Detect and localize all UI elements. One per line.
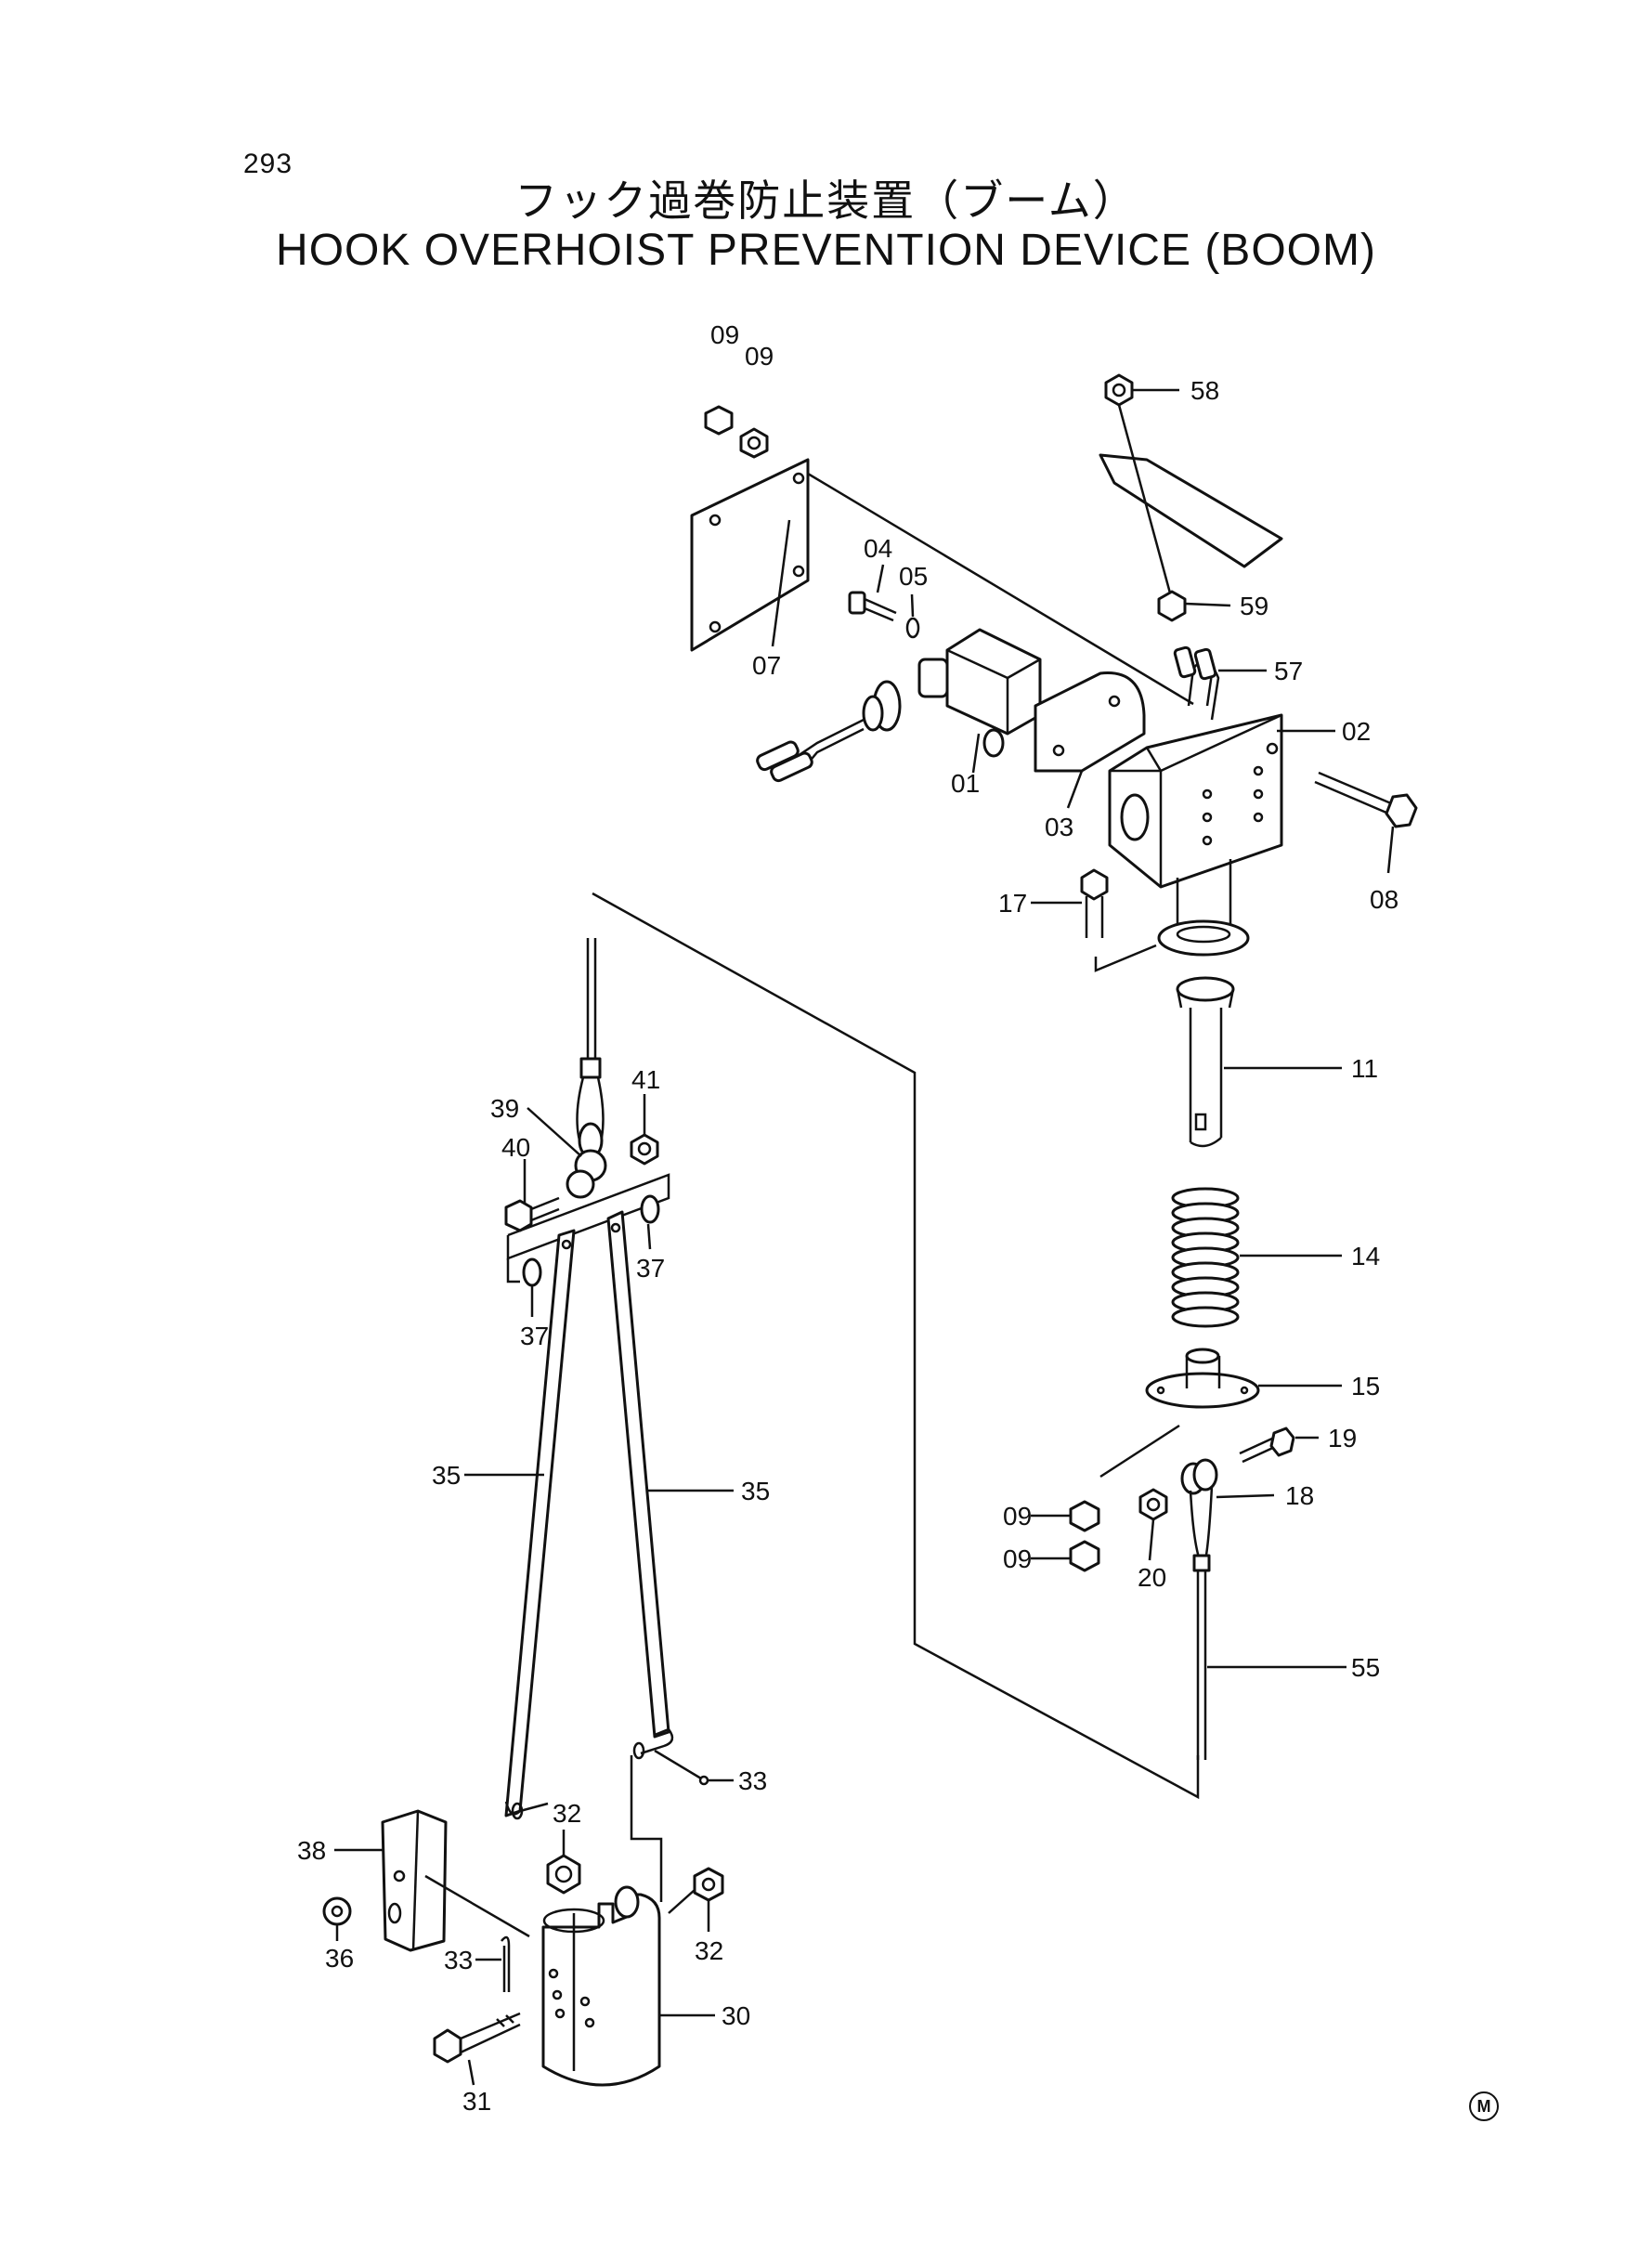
callout-36: 36 [325, 1944, 354, 1973]
part-37-washer-left [522, 1257, 542, 1287]
callout-58: 58 [1190, 376, 1219, 405]
callout-02: 02 [1342, 717, 1371, 746]
part-09-nut-lower-1 [1069, 1500, 1100, 1532]
callout-03: 03 [1045, 813, 1073, 841]
part-32-castle-nut [546, 1854, 581, 1895]
callout-55: 55 [1351, 1653, 1380, 1682]
callout-33-a: 33 [738, 1766, 767, 1795]
callout-14: 14 [1351, 1242, 1380, 1270]
part-15-seat [1145, 1348, 1260, 1409]
part-02-bracket [1108, 713, 1283, 957]
callout-11: 11 [1351, 1054, 1378, 1083]
callout-05: 05 [899, 562, 928, 591]
callout-19: 19 [1328, 1424, 1357, 1453]
part-08-bolt [1314, 771, 1418, 828]
callout-40: 40 [501, 1133, 530, 1162]
callout-33-b: 33 [444, 1946, 473, 1974]
title-english: HOOK OVERHOIST PREVENTION DEVICE (BOOM) [276, 226, 1376, 275]
callout-30: 30 [722, 2001, 750, 2030]
part-09-nut-top-left [704, 405, 734, 436]
part-31-bolt [433, 2012, 521, 2064]
callout-39: 39 [490, 1094, 519, 1123]
part-33-pin-lower [501, 1935, 511, 1992]
part-30-weight [541, 1885, 661, 2087]
callout-18: 18 [1285, 1481, 1314, 1510]
part-59-nut [1157, 590, 1187, 622]
part-58-cover [1099, 453, 1283, 568]
part-01-limit-switch [756, 628, 1042, 783]
callout-37-a: 37 [520, 1322, 549, 1350]
part-03-gasket [1034, 671, 1146, 773]
callout-08: 08 [1370, 885, 1398, 914]
part-39-shackle [566, 1057, 607, 1199]
part-58-nut [1104, 373, 1134, 407]
part-04-screw [848, 591, 897, 622]
callout-09-d: 09 [1003, 1544, 1032, 1573]
page-number: 293 [243, 149, 293, 179]
part-55-wire-rope [1196, 1570, 1207, 1760]
callout-09-a: 09 [710, 320, 739, 349]
callout-59: 59 [1240, 592, 1268, 620]
part-37-washer-right [640, 1194, 660, 1224]
callout-17: 17 [998, 889, 1027, 918]
part-rope-upper [586, 938, 597, 1059]
callout-15: 15 [1351, 1372, 1380, 1401]
callout-35-b: 35 [741, 1477, 770, 1505]
callout-32-a: 32 [553, 1799, 581, 1828]
callout-07: 07 [752, 651, 781, 680]
callout-37-b: 37 [636, 1254, 665, 1283]
callout-04: 04 [864, 534, 892, 563]
part-35-arm-right [606, 1210, 674, 1760]
part-05-washer [905, 617, 920, 639]
part-19-bolt [1239, 1427, 1295, 1464]
part-07-plate [690, 458, 810, 652]
callout-41: 41 [631, 1065, 660, 1094]
part-35-arm-left [504, 1229, 576, 1820]
part-41-nut [630, 1133, 659, 1166]
manufacturer-mark-icon: M [1469, 2091, 1499, 2121]
callout-35-a: 35 [432, 1461, 461, 1490]
callout-01: 01 [951, 769, 980, 798]
part-40-bolt [504, 1196, 560, 1232]
callout-09-c: 09 [1003, 1502, 1032, 1531]
callout-32-b: 32 [695, 1936, 723, 1965]
part-33-pin-upper [654, 1749, 709, 1786]
callout-31: 31 [462, 2087, 491, 2116]
callout-20: 20 [1138, 1563, 1166, 1592]
part-57-bracket-hook [1173, 645, 1220, 721]
part-17-bolt [1080, 868, 1109, 938]
part-11-rod [1176, 976, 1235, 1148]
part-20-nut [1138, 1488, 1168, 1521]
callout-57: 57 [1274, 657, 1303, 685]
callout-09-b: 09 [745, 342, 774, 371]
part-09-nut-lower-2 [1069, 1540, 1100, 1572]
title-japanese: フック過巻防止装置（ブーム） [514, 176, 1138, 226]
part-14-spring [1171, 1187, 1240, 1328]
part-36-washer [322, 1896, 352, 1926]
part-32-nut [693, 1867, 724, 1902]
callout-38: 38 [297, 1836, 326, 1865]
part-09-nut-top-right [739, 427, 769, 459]
part-38-side-weight [381, 1809, 448, 1952]
part-18-clevis [1180, 1458, 1218, 1572]
